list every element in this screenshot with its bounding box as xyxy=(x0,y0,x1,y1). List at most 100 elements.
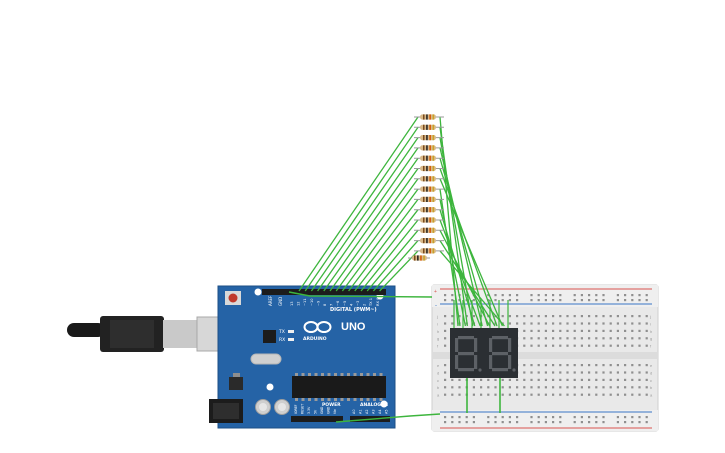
row-letter: i xyxy=(437,321,438,326)
wire[interactable] xyxy=(354,209,419,292)
power-header[interactable] xyxy=(291,416,343,422)
row-letter: g xyxy=(650,336,652,341)
analog-pin-label: A2 xyxy=(365,410,369,414)
rx-label: RX xyxy=(279,337,285,343)
wires[interactable] xyxy=(288,116,509,423)
wire[interactable] xyxy=(304,126,419,292)
segment xyxy=(474,338,478,352)
row-letter: a xyxy=(437,393,440,398)
usb-chip xyxy=(263,330,276,343)
wire[interactable] xyxy=(439,189,461,327)
power-label: POWER xyxy=(322,402,341,408)
atmega-chip xyxy=(292,373,386,401)
wire[interactable] xyxy=(323,157,419,292)
usb-cable[interactable] xyxy=(67,316,244,352)
segment xyxy=(455,338,459,352)
row-letter: h xyxy=(650,329,652,334)
wire[interactable] xyxy=(317,147,419,292)
resistor[interactable] xyxy=(414,238,444,244)
wire[interactable] xyxy=(341,188,419,292)
wire-5v[interactable] xyxy=(335,413,441,423)
row-letter: c xyxy=(437,378,439,383)
row-letter: j xyxy=(649,314,651,319)
row-letter: b xyxy=(437,385,440,390)
digital-pin-label: 12 xyxy=(297,301,301,306)
arduino-logo xyxy=(303,321,332,333)
crystal-oscillator xyxy=(250,353,282,365)
power-pin-label: GND xyxy=(327,406,331,414)
segment xyxy=(458,368,474,372)
digital-pin-label: 4 xyxy=(349,303,353,306)
digital-pin-label: 8 xyxy=(323,303,327,306)
digital-pin-label: ~3 xyxy=(356,301,360,306)
row-letter: d xyxy=(650,370,652,375)
resistor[interactable] xyxy=(414,135,444,141)
wire-gnd[interactable] xyxy=(288,291,433,298)
analog-pin-label: A5 xyxy=(385,410,389,414)
digital-pin-label: ~10 xyxy=(310,298,314,306)
voltage-regulator xyxy=(229,377,243,390)
segment xyxy=(489,338,493,352)
segment xyxy=(508,338,512,352)
wire[interactable] xyxy=(329,168,419,292)
wire[interactable] xyxy=(310,137,419,292)
wire[interactable] xyxy=(348,199,419,292)
analog-pin-label: A0 xyxy=(352,410,356,414)
tx-led xyxy=(288,330,294,333)
wire[interactable] xyxy=(439,250,505,327)
digital-header[interactable] xyxy=(262,289,386,295)
power-pin-label: Vin xyxy=(333,409,337,414)
row-letter: g xyxy=(437,336,439,341)
power-pin-label: RESET xyxy=(301,404,305,414)
resistor[interactable] xyxy=(414,124,444,130)
rail-minus-label: - xyxy=(435,303,437,309)
wire[interactable] xyxy=(439,178,503,327)
wire[interactable] xyxy=(372,240,419,292)
resistor[interactable] xyxy=(414,114,444,120)
resistor[interactable] xyxy=(414,145,444,151)
brand-label: ARDUINO xyxy=(303,336,327,342)
resistor[interactable] xyxy=(414,186,444,192)
center-channel xyxy=(432,352,658,359)
wire[interactable] xyxy=(360,219,419,292)
resistor[interactable] xyxy=(414,165,444,172)
resistor[interactable] xyxy=(414,227,444,233)
power-pin-label: 5V xyxy=(314,409,318,414)
row-letter: e xyxy=(437,363,440,368)
segment xyxy=(489,355,493,369)
digital-pin-label: ~9 xyxy=(316,300,320,306)
analog-pin-label: A3 xyxy=(372,410,376,414)
digital-pin-label: ~6 xyxy=(336,300,340,306)
row-letter: i xyxy=(650,321,651,326)
resistor-array[interactable] xyxy=(408,114,444,261)
wire[interactable] xyxy=(298,116,419,292)
row-letter: c xyxy=(650,378,652,383)
analog-pin-label: A4 xyxy=(378,410,382,414)
seven-segment-display-right[interactable] xyxy=(484,328,518,378)
row-letter: f xyxy=(650,344,652,349)
resistor[interactable] xyxy=(414,207,444,213)
board-model-label: UNO xyxy=(341,321,366,333)
rail-plus-label: + xyxy=(434,289,437,295)
row-letter: e xyxy=(650,363,653,368)
resistor[interactable] xyxy=(414,196,444,202)
wire[interactable] xyxy=(335,178,419,292)
resistor[interactable] xyxy=(414,248,444,254)
wire[interactable] xyxy=(366,229,419,292)
power-pin-label: IOREF xyxy=(294,404,298,414)
resistor[interactable] xyxy=(414,176,444,182)
digital-pin-label: ~5 xyxy=(343,301,347,306)
row-letter: f xyxy=(437,344,439,349)
resistor[interactable] xyxy=(414,217,444,223)
resistor[interactable] xyxy=(414,155,444,161)
row-letter: d xyxy=(437,370,439,375)
wire[interactable] xyxy=(439,199,467,327)
seven-segment-display-left[interactable] xyxy=(450,328,484,378)
power-pin-label: GND xyxy=(320,406,324,414)
resistor[interactable] xyxy=(408,255,430,261)
digital-pin-label: 7 xyxy=(330,304,334,306)
reset-button[interactable] xyxy=(225,291,241,305)
digital-pin-label: 2 xyxy=(363,304,367,306)
